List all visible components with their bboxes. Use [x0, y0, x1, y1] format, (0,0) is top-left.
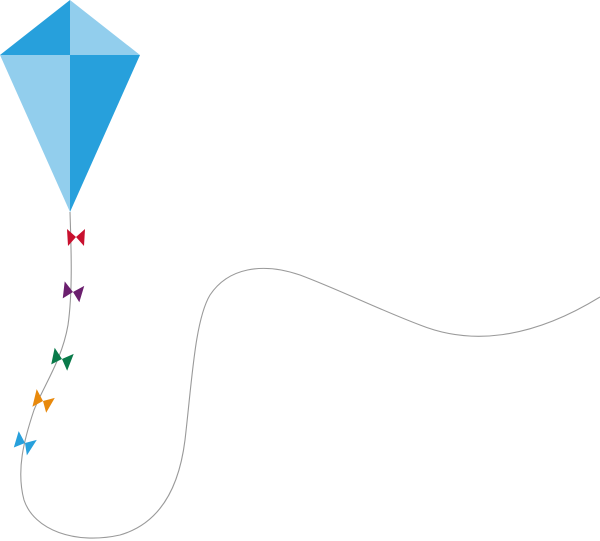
bow-icon	[62, 281, 85, 303]
kite-top-right-panel	[70, 0, 140, 55]
kite-bottom-right-panel	[70, 55, 140, 212]
bow-icon	[32, 389, 55, 413]
kite-bottom-left-panel	[0, 55, 70, 212]
bow-icon	[51, 347, 74, 371]
kite-string	[20, 211, 600, 539]
kite-icon	[0, 0, 140, 212]
bow-icon	[67, 229, 85, 246]
bow-icon	[13, 431, 37, 456]
kite-top-left-panel	[0, 0, 70, 55]
